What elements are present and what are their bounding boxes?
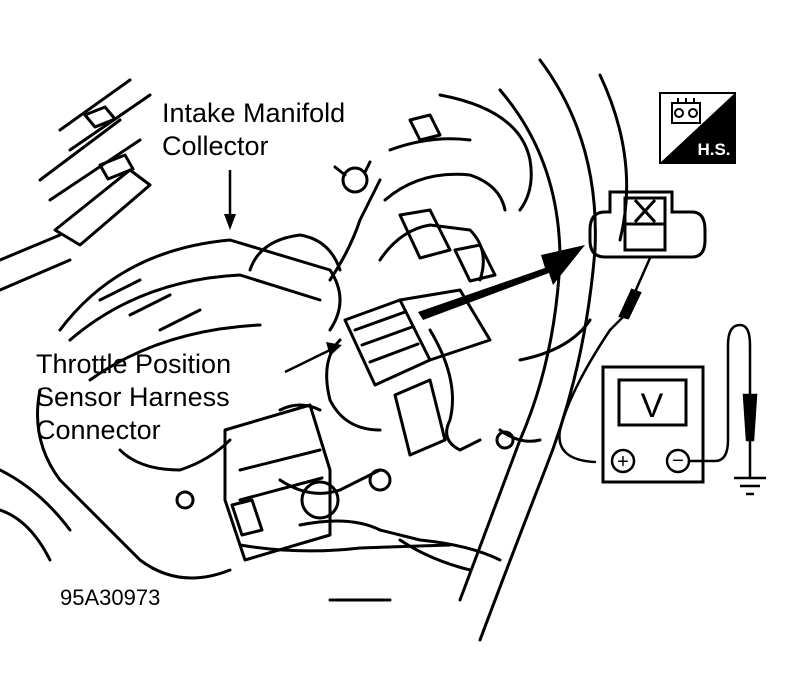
connector-face-icon — [588, 190, 707, 259]
positive-terminal-label: + — [617, 451, 629, 473]
intake-label-line1: Intake Manifold — [162, 98, 346, 128]
intake-leader-arrow — [224, 170, 236, 230]
negative-terminal-label: − — [672, 450, 684, 472]
voltmeter-display: V — [641, 387, 664, 425]
figure-id-label: 95A30973 — [60, 585, 161, 610]
positive-terminal — [610, 448, 636, 474]
tps-label-line2: Sensor Harness — [36, 382, 230, 412]
intake-manifold-label: Intake Manifold Collector — [162, 97, 345, 163]
hs-badge-label: H.S. — [697, 140, 730, 159]
voltmeter: V + − — [601, 365, 705, 484]
engine-block-icon — [671, 98, 701, 124]
connector-callout-arrow — [418, 245, 585, 320]
ground-icon — [734, 476, 766, 496]
positive-probe — [558, 256, 652, 464]
tps-leader-arrow — [284, 342, 342, 374]
hs-badge: H.S. — [659, 92, 736, 164]
tps-label-line3: Connector — [36, 415, 161, 445]
intake-label-line2: Collector — [162, 131, 269, 161]
tps-connector-label: Throttle Position Sensor Harness Connect… — [36, 348, 231, 447]
engine-line-art — [0, 58, 629, 642]
negative-probe — [687, 323, 758, 480]
tps-label-line1: Throttle Position — [36, 349, 232, 379]
